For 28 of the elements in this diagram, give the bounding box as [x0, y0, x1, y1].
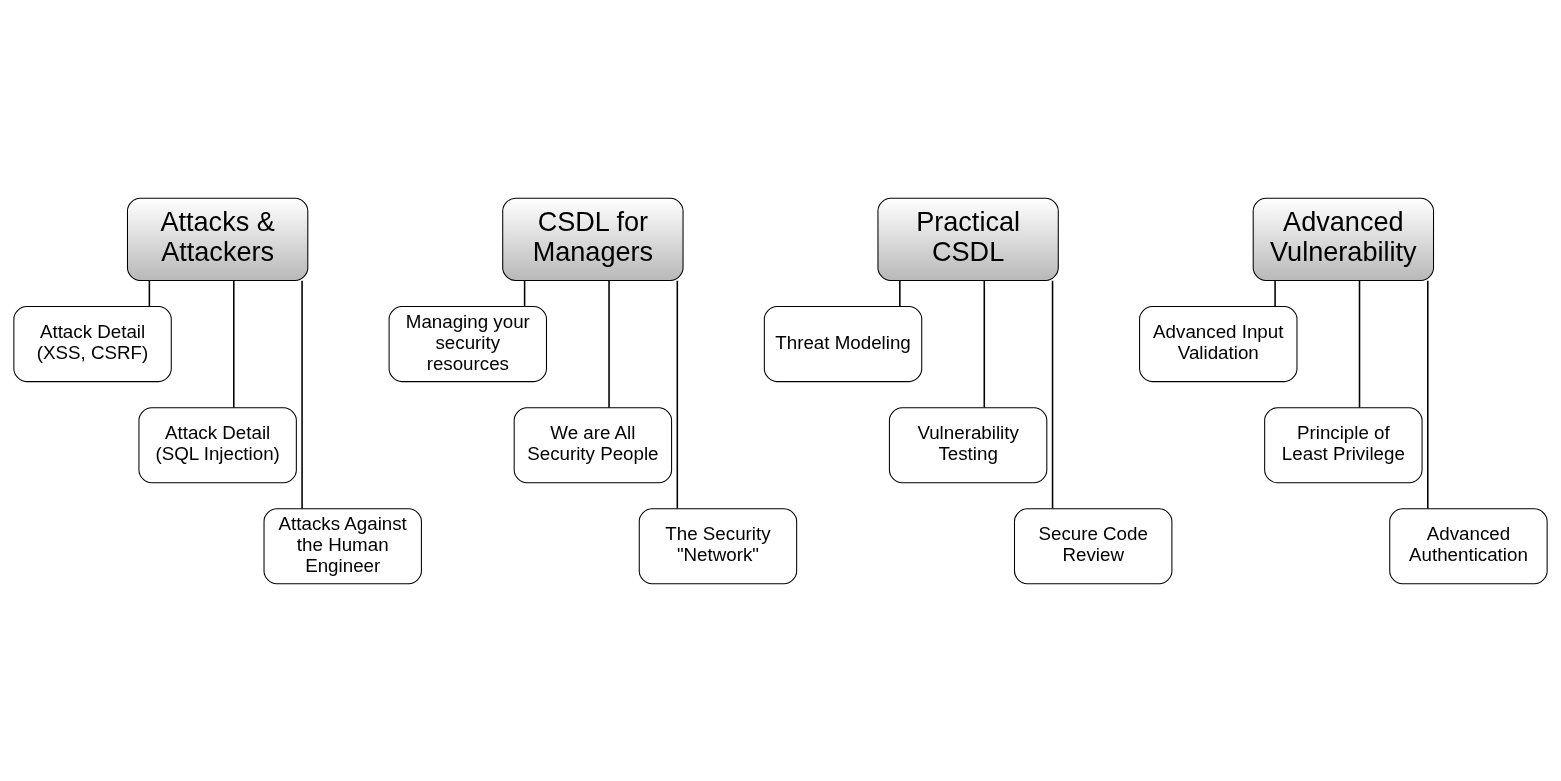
- connector: [608, 279, 610, 408]
- connector: [1051, 279, 1054, 509]
- node-box: Principle of Least Privilege: [1264, 406, 1423, 483]
- connector: [1427, 279, 1429, 509]
- node-box: The Security "Network": [638, 507, 798, 584]
- node-box: Vulnerability Testing: [888, 406, 1048, 483]
- node-box: Managing your security resources: [388, 305, 547, 382]
- connector: [1274, 279, 1276, 307]
- node-box: CSDL for Managers: [502, 197, 684, 281]
- node-box: Attack Detail (SQL Injection): [138, 406, 297, 483]
- node-box: Attack Detail (XSS, CSRF): [13, 305, 172, 382]
- connector: [301, 279, 303, 509]
- connector: [148, 279, 151, 307]
- node-box: Attacks & Attackers: [126, 197, 309, 281]
- connector: [899, 279, 901, 307]
- node-box: Advanced Vulnerability: [1252, 197, 1435, 281]
- node-box: Advanced Input Validation: [1139, 305, 1298, 382]
- connector: [233, 279, 235, 408]
- node-box: Threat Modeling: [763, 305, 923, 382]
- node-box: Practical CSDL: [877, 197, 1059, 281]
- connector: [1358, 279, 1361, 408]
- connector: [676, 279, 679, 509]
- node-box: Secure Code Review: [1014, 507, 1173, 584]
- connector: [983, 279, 986, 408]
- connector: [523, 279, 526, 307]
- node-box: Attacks Against the Human Engineer: [263, 507, 422, 584]
- node-box: Advanced Authentication: [1389, 507, 1548, 584]
- node-box: We are All Security People: [513, 406, 673, 483]
